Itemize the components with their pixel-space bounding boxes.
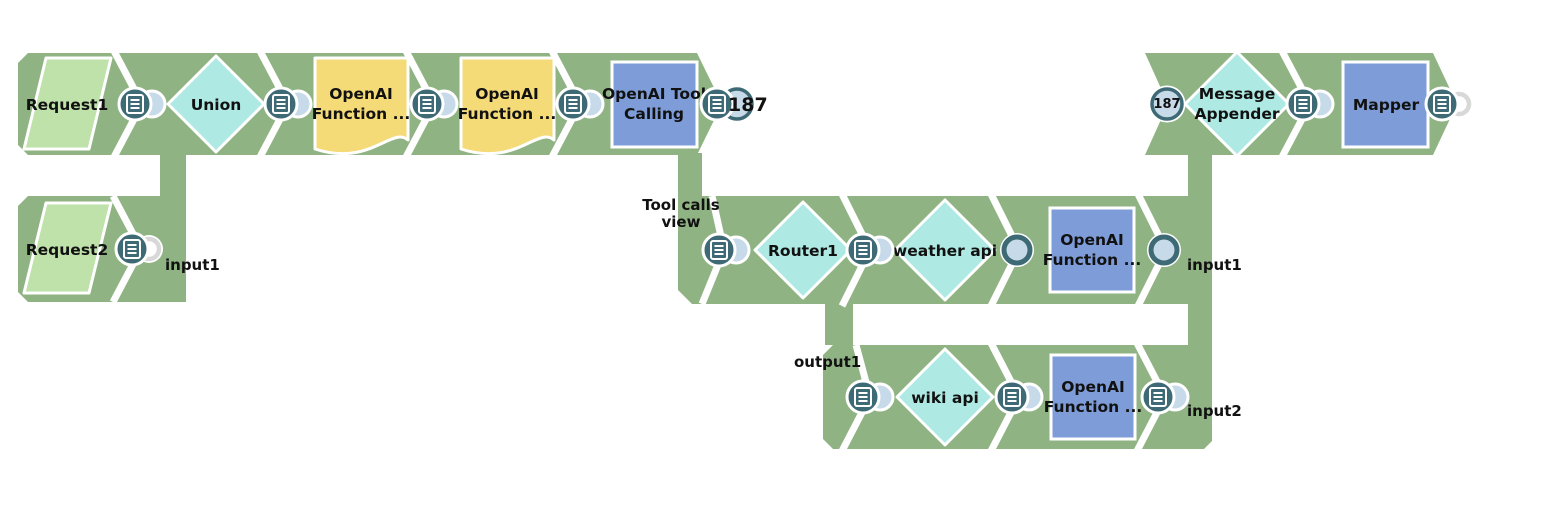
- openai-function-b-label-line1: OpenAI: [475, 85, 539, 103]
- port-weather-function[interactable]: [1000, 233, 1034, 267]
- union-label: Union: [191, 96, 242, 114]
- wiki-api-label: wiki api: [911, 389, 979, 407]
- router-output1-port-label: output1: [794, 353, 861, 371]
- weather-api-shape[interactable]: [893, 198, 997, 302]
- appender-input1-port-label: input1: [1187, 256, 1242, 274]
- port-appender-mapper[interactable]: [1287, 88, 1333, 120]
- mapper-label: Mapper: [1353, 96, 1420, 114]
- openai-function-b-label-line2: Function ...: [458, 105, 557, 123]
- node-wiki-api[interactable]: wiki api: [895, 347, 995, 447]
- mapper-shape[interactable]: [1341, 60, 1430, 149]
- union-shape[interactable]: [166, 54, 266, 154]
- node-openai-function-wiki[interactable]: OpenAI Function ...: [1044, 353, 1143, 441]
- appender-input2-port-label: input2: [1187, 402, 1242, 420]
- node-union[interactable]: Union: [166, 54, 266, 154]
- openai-function-b-shape[interactable]: [459, 56, 556, 156]
- node-request2[interactable]: Request2: [22, 201, 113, 295]
- message-appender-label-line1: Message: [1199, 85, 1275, 103]
- appender-input-count: 187: [1153, 97, 1180, 112]
- request2-label: Request2: [26, 241, 109, 259]
- message-appender-label-line2: Appender: [1195, 105, 1280, 123]
- openai-function-wiki-shape[interactable]: [1049, 353, 1137, 441]
- openai-function-weather-label-line2: Function ...: [1043, 251, 1142, 269]
- port-request1-union[interactable]: [119, 88, 165, 120]
- port-router1-weather[interactable]: [847, 234, 893, 266]
- request1-shape[interactable]: [22, 56, 113, 151]
- port-mapper-output-open[interactable]: [1426, 88, 1473, 120]
- port-appender-input[interactable]: 187: [1146, 83, 1188, 125]
- weather-api-label: weather api: [893, 242, 997, 260]
- request2-target-port-label: input1: [165, 256, 220, 274]
- main-output-count: 187: [728, 94, 768, 116]
- node-openai-tool-calling[interactable]: OpenAI Tool Calling: [602, 60, 706, 149]
- port-request2-output[interactable]: [116, 233, 163, 265]
- message-appender-shape[interactable]: [1183, 50, 1291, 158]
- node-openai-function-b[interactable]: OpenAI Function ...: [458, 56, 557, 156]
- request1-label: Request1: [26, 96, 109, 114]
- port-function-a-function-b[interactable]: [411, 88, 457, 120]
- router1-label: Router1: [768, 242, 838, 260]
- document-port-icon[interactable]: [699, 86, 735, 122]
- openai-function-wiki-label-line1: OpenAI: [1061, 378, 1125, 396]
- port-union-function-a[interactable]: [265, 88, 311, 120]
- port-toolcalls-router1[interactable]: [703, 234, 749, 266]
- openai-tool-calling-shape[interactable]: [610, 60, 699, 149]
- band-router-drop: [825, 302, 853, 345]
- port-function-wiki-output[interactable]: [1142, 381, 1188, 413]
- port-output1-wiki[interactable]: [847, 381, 893, 413]
- tool-calls-view-label-line1: Tool calls: [642, 196, 720, 214]
- router1-shape[interactable]: [753, 200, 853, 300]
- openai-function-weather-shape[interactable]: [1048, 206, 1136, 294]
- ports: 187 input1 Tool calls view input1 output…: [116, 83, 1473, 420]
- node-openai-function-weather[interactable]: OpenAI Function ...: [1043, 206, 1142, 294]
- node-router1[interactable]: Router1: [753, 200, 853, 300]
- node-request1[interactable]: Request1: [22, 56, 113, 151]
- port-tool-calling-output[interactable]: 187: [699, 83, 768, 125]
- node-mapper[interactable]: Mapper: [1341, 60, 1430, 149]
- openai-function-weather-label-line1: OpenAI: [1060, 231, 1124, 249]
- wiki-api-shape[interactable]: [895, 347, 995, 447]
- band-right-riser: [1188, 153, 1212, 449]
- node-message-appender[interactable]: Message Appender: [1183, 50, 1291, 158]
- openai-tool-calling-label-line1: OpenAI Tool: [602, 85, 706, 103]
- openai-function-a-label-line2: Function ...: [312, 105, 411, 123]
- request2-shape[interactable]: [22, 201, 113, 295]
- port-function-weather-output[interactable]: [1147, 233, 1181, 267]
- openai-function-a-shape[interactable]: [313, 56, 410, 156]
- node-openai-function-a[interactable]: OpenAI Function ...: [312, 56, 411, 156]
- port-wiki-function[interactable]: [996, 381, 1042, 413]
- port-function-b-tool-calling[interactable]: [557, 88, 603, 120]
- node-weather-api[interactable]: weather api: [893, 198, 997, 302]
- openai-function-a-label-line1: OpenAI: [329, 85, 393, 103]
- tool-calls-view-label-line2: view: [662, 213, 701, 231]
- openai-function-wiki-label-line2: Function ...: [1044, 398, 1143, 416]
- openai-tool-calling-label-line2: Calling: [624, 105, 684, 123]
